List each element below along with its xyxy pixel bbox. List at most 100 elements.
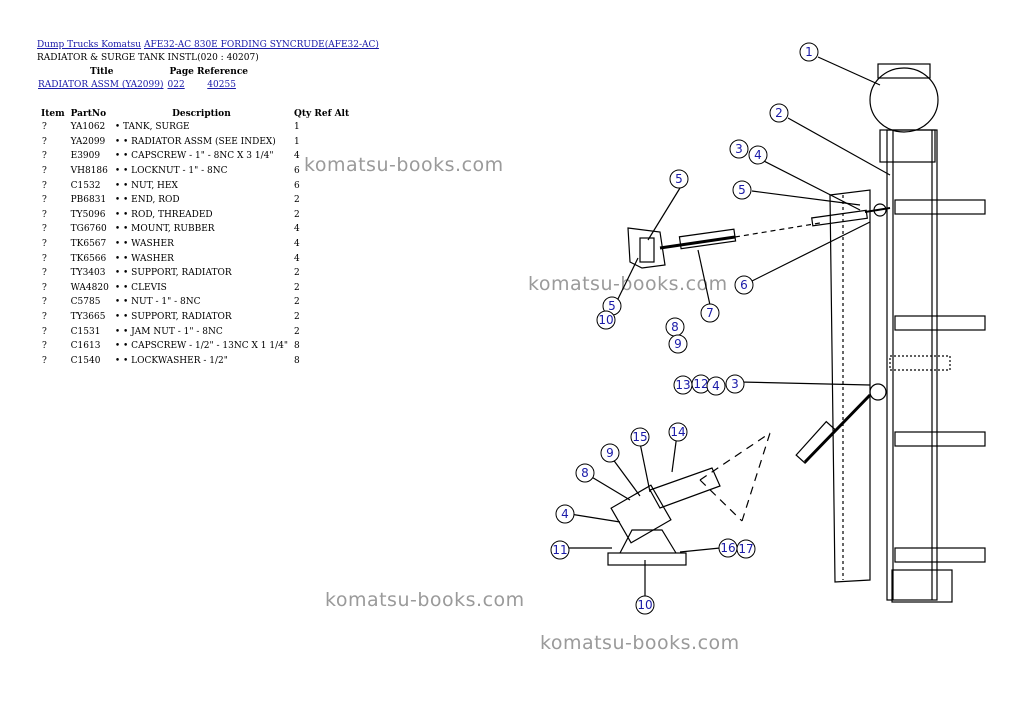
breadcrumb: Dump Trucks Komatsu AFE32-AC 830E FORDIN… [37,40,379,50]
svg-text:5: 5 [675,172,683,186]
cell-desc: • • SUPPORT, RADIATOR [114,268,232,279]
cell-desc: • • CLEVIS [114,282,167,293]
table-row: ? C5785 • • NUT - 1" - 8NC 2 [38,295,352,310]
svg-text:12: 12 [693,377,708,391]
callout-4: 4 [706,376,726,396]
cell-part: TK6567 [70,239,107,250]
svg-text:9: 9 [606,446,614,460]
cell-qty: 4 [293,239,300,250]
cell-part: C1532 [70,180,101,191]
svg-text:4: 4 [712,379,720,393]
svg-text:17: 17 [738,542,753,556]
callout-9: 9 [668,334,688,354]
cell-part: YA2099 [70,136,106,147]
svg-text:14: 14 [670,425,685,439]
cell-item: ? [42,239,47,250]
cell-desc: • • NUT, HEX [114,180,178,191]
cell-part: C1531 [70,326,101,337]
ref-link-title[interactable]: RADIATOR ASSM (YA2099) [38,80,164,90]
callout-2: 2 [769,103,789,123]
callout-10: 10 [635,595,655,615]
page-title: RADIATOR & SURGE TANK INSTL(020 : 40207) [37,53,259,63]
cell-item: ? [42,268,47,279]
svg-text:9: 9 [674,337,682,351]
svg-text:5: 5 [608,299,616,313]
callout-4: 4 [748,145,768,165]
cell-item: ? [42,195,47,206]
svg-text:4: 4 [754,148,762,162]
callout-8: 8 [665,317,685,337]
svg-text:8: 8 [671,320,679,334]
watermark: komatsu-books.com [528,273,728,295]
callout-5: 5 [669,169,689,189]
cell-desc: • TANK, SURGE [114,122,190,133]
cell-desc: • • CAPSCREW - 1" - 8NC X 3 1/4" [114,151,274,162]
ref-header-page: Page Reference [169,67,249,77]
cell-qty: 2 [293,282,300,293]
cell-qty: 2 [293,312,300,323]
table-row: ?E3909• • CAPSCREW - 1" - 8NC X 3 1/4"4 [38,149,352,164]
callout-16: 16 [718,538,738,558]
cell-desc: • • LOCKWASHER - 1/2" [114,355,228,366]
reference-table: Title Page Reference RADIATOR ASSM (YA20… [37,67,251,90]
cell-part: YA1062 [70,122,106,133]
callout-12: 12 [691,374,711,394]
cell-qty: 4 [293,224,300,235]
cell-item: ? [42,326,47,337]
cell-qty: 6 [293,166,300,177]
svg-text:7: 7 [706,306,714,320]
svg-text:4: 4 [561,507,569,521]
ref-link-2[interactable]: 40255 [207,80,236,90]
cell-item: ? [42,297,47,308]
svg-text:3: 3 [735,142,743,156]
svg-text:16: 16 [720,541,735,555]
cell-item: ? [42,166,47,177]
parts-table: Item PartNo Description Qty Ref Alt ?YA1… [38,109,352,368]
cell-qty: 2 [293,268,300,279]
cell-qty: 2 [293,297,300,308]
cell-item: ? [42,136,47,147]
svg-text:6: 6 [740,278,748,292]
callout-7: 7 [700,303,720,323]
header-qty-ref-alt: Qty Ref Alt [291,109,352,120]
callout-14: 14 [668,422,688,442]
cell-item: ? [42,341,47,352]
svg-text:1: 1 [805,45,813,59]
breadcrumb-link-dump-trucks[interactable]: Dump Trucks Komatsu [37,40,142,50]
ref-link-1[interactable]: 022 [167,80,185,90]
cell-desc: • • NUT - 1" - 8NC [114,297,201,308]
cell-desc: • • RADIATOR ASSM (SEE INDEX) [114,136,276,147]
cell-item: ? [42,224,47,235]
callout-13: 13 [673,375,693,395]
cell-item: ? [42,151,47,162]
cell-part: C5785 [70,297,101,308]
cell-desc: • • SUPPORT, RADIATOR [114,312,232,323]
header-qty: Qty [293,109,312,119]
mount-base [607,552,687,566]
breadcrumb-link-model[interactable]: AFE32-AC 830E FORDING SYNCRUDE(AFE32-AC) [143,40,379,50]
cell-qty: 2 [293,209,300,220]
cell-item: ? [42,122,47,133]
header-item: Item [41,109,65,119]
svg-text:11: 11 [552,543,567,557]
table-row: ?C1613• • CAPSCREW - 1/2" - 13NC X 1 1/4… [38,339,352,354]
svg-text:3: 3 [731,377,739,391]
header-description: Description [172,109,231,119]
cell-part: E3909 [70,151,101,162]
cell-part: WA4820 [70,282,109,293]
cell-item: ? [42,312,47,323]
cell-item: ? [42,253,47,264]
callout-11: 11 [550,540,570,560]
